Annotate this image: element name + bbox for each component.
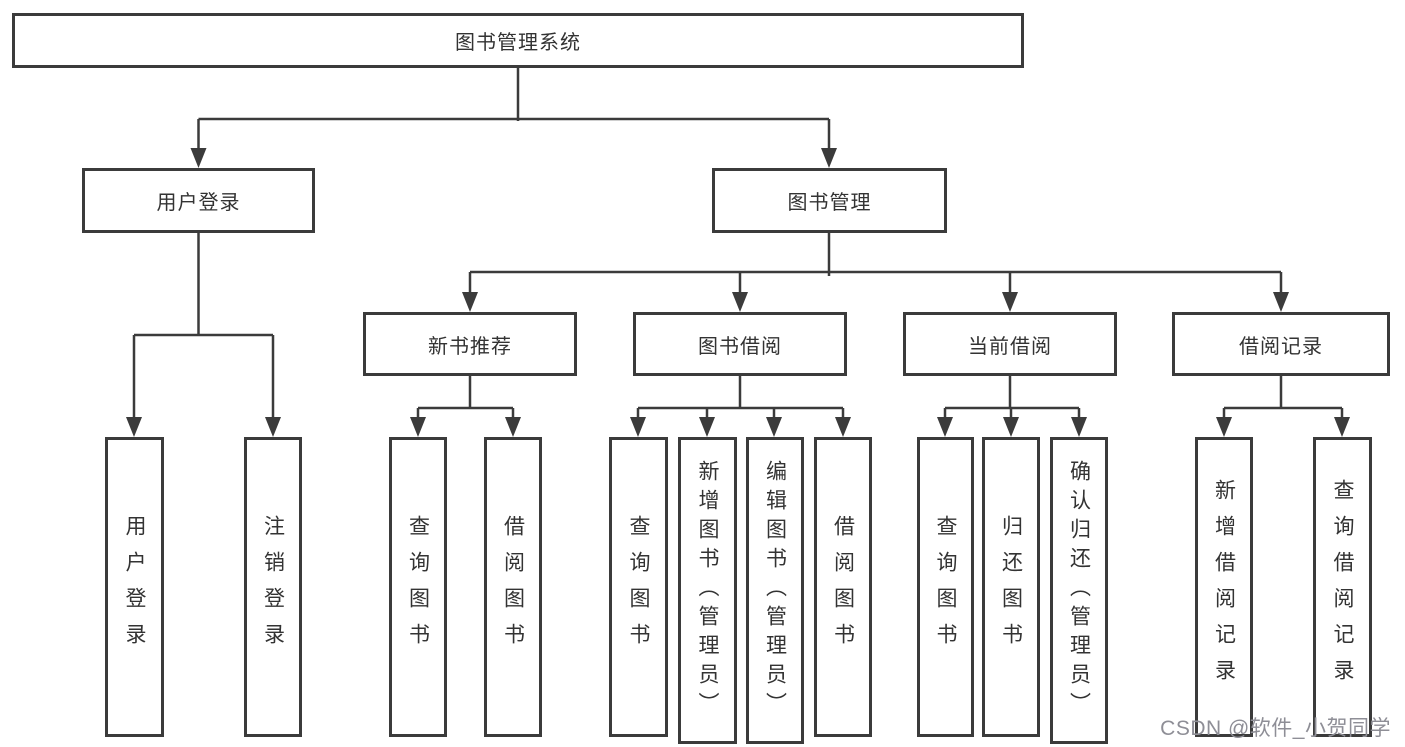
arrowhead [126, 417, 142, 437]
leaf-borrow-book-borrowing: 借阅图书 [814, 437, 872, 737]
arrowhead [1216, 417, 1232, 437]
leaf-query-borrow-record-label: 查询借阅记录 [1331, 479, 1354, 695]
arrowhead [265, 417, 281, 437]
arrowhead [732, 292, 748, 312]
arrowhead [505, 417, 521, 437]
arrowhead [699, 417, 715, 437]
leaf-query-book-recommend-label: 查询图书 [406, 515, 430, 659]
arrowhead [1003, 417, 1019, 437]
csdn-watermark: CSDN @软件_小贺同学 [1160, 717, 1391, 740]
node-borrowing-records: 借阅记录 [1172, 312, 1390, 376]
leaf-edit-book-admin: 编辑图书（管理员） [746, 437, 804, 744]
node-borrowing-records-label: 借阅记录 [1239, 335, 1323, 358]
node-new-book-recommend-label: 新书推荐 [428, 335, 512, 358]
node-user-login: 用户登录 [82, 168, 315, 233]
leaf-confirm-return-admin-label: 确认归还（管理员） [1067, 460, 1091, 721]
node-user-login-label: 用户登录 [156, 192, 241, 214]
leaf-query-book-borrowing-label: 查询图书 [627, 515, 650, 659]
arrowhead [766, 417, 782, 437]
arrowhead [1002, 292, 1018, 312]
leaf-borrow-book-recommend: 借阅图书 [484, 437, 542, 737]
leaf-user-login-label: 用户登录 [123, 515, 146, 659]
leaf-borrow-book-borrowing-label: 借阅图书 [831, 515, 855, 659]
leaf-add-book-admin: 新增图书（管理员） [678, 437, 737, 744]
leaf-user-login: 用户登录 [105, 437, 164, 737]
leaf-return-book: 归还图书 [982, 437, 1040, 737]
arrowhead [1334, 417, 1350, 437]
arrowhead [937, 417, 953, 437]
node-library-system-label: 图书管理系统 [455, 32, 581, 54]
arrowhead [410, 417, 426, 437]
leaf-add-book-admin-label: 新增图书（管理员） [696, 460, 719, 721]
node-book-borrowing-label: 图书借阅 [698, 335, 782, 358]
node-library-system: 图书管理系统 [12, 13, 1024, 68]
node-current-borrowing-label: 当前借阅 [968, 335, 1052, 358]
leaf-confirm-return-admin: 确认归还（管理员） [1050, 437, 1108, 744]
arrowhead [630, 417, 646, 437]
arrowhead [835, 417, 851, 437]
leaf-query-borrow-record: 查询借阅记录 [1313, 437, 1372, 737]
leaf-edit-book-admin-label: 编辑图书（管理员） [763, 460, 787, 721]
node-new-book-recommend: 新书推荐 [363, 312, 577, 376]
node-book-borrowing: 图书借阅 [633, 312, 847, 376]
arrowhead [1273, 292, 1289, 312]
arrowhead [190, 148, 207, 168]
arrowhead [821, 148, 837, 168]
node-book-management: 图书管理 [712, 168, 947, 233]
arrowhead [462, 292, 478, 312]
leaf-query-book-current: 查询图书 [917, 437, 974, 737]
leaf-add-borrow-record-label: 新增借阅记录 [1212, 479, 1236, 695]
leaf-logout-label: 注销登录 [261, 515, 285, 659]
leaf-logout: 注销登录 [244, 437, 302, 737]
leaf-query-book-current-label: 查询图书 [934, 515, 957, 659]
leaf-return-book-label: 归还图书 [999, 515, 1023, 659]
leaf-add-borrow-record: 新增借阅记录 [1195, 437, 1253, 737]
arrowhead [1071, 417, 1087, 437]
leaf-query-book-recommend: 查询图书 [389, 437, 447, 737]
node-book-management-label: 图书管理 [787, 192, 872, 214]
leaf-borrow-book-recommend-label: 借阅图书 [501, 515, 525, 659]
leaf-query-book-borrowing: 查询图书 [609, 437, 668, 737]
node-current-borrowing: 当前借阅 [903, 312, 1117, 376]
